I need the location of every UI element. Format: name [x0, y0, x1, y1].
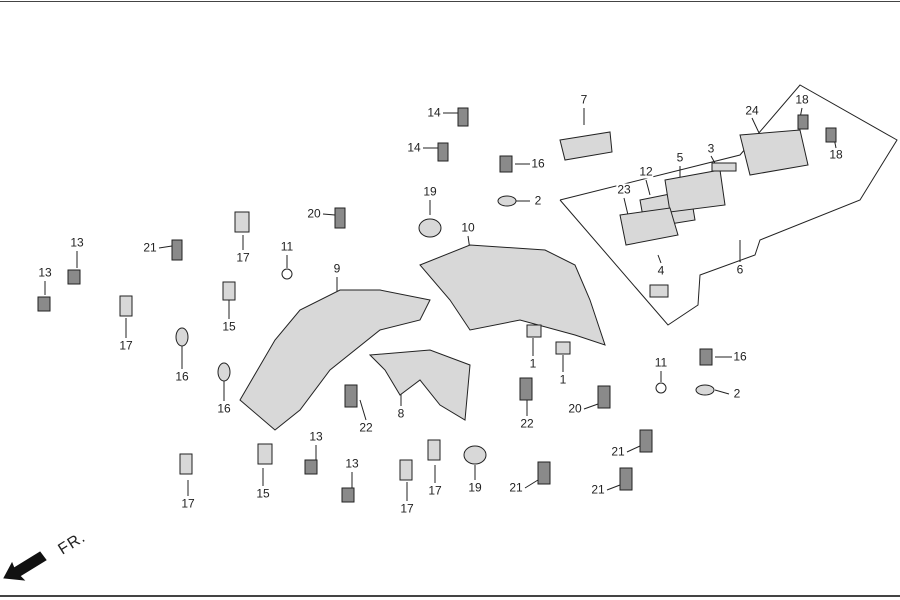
bracket-8 — [368, 349, 471, 421]
washers — [175, 195, 715, 465]
callout: 19 — [467, 480, 483, 495]
callout: 14 — [426, 105, 442, 120]
wire-4 — [649, 284, 669, 298]
callout: 16 — [216, 401, 232, 416]
callout: 12 — [638, 164, 654, 179]
part-shapes — [3, 107, 837, 581]
callout: 20 — [306, 206, 322, 221]
callout: 18 — [794, 92, 810, 107]
callout: 19 — [422, 184, 438, 199]
callout: 22 — [519, 416, 535, 431]
callout: 2 — [732, 386, 742, 401]
tail-light-24 — [739, 129, 809, 176]
callout: 9 — [332, 261, 342, 276]
callout: 14 — [406, 140, 422, 155]
bolts — [37, 107, 837, 503]
callout: 23 — [616, 182, 632, 197]
lens-5 — [664, 169, 726, 213]
callout: 10 — [460, 220, 476, 235]
callout: 7 — [579, 92, 589, 107]
bottom-border — [0, 595, 900, 597]
callout: 16 — [174, 369, 190, 384]
callout: 11 — [279, 239, 295, 254]
callout: 4 — [656, 263, 666, 278]
callout: 3 — [706, 141, 716, 156]
callout: 21 — [590, 482, 606, 497]
callout: 17 — [235, 250, 251, 265]
front-arrow-icon — [3, 551, 47, 581]
callout: 16 — [732, 349, 748, 364]
callout: 1 — [528, 356, 538, 371]
callout: 17 — [180, 496, 196, 511]
callout: 20 — [567, 401, 583, 416]
callout: 13 — [308, 429, 324, 444]
holder-23 — [619, 207, 679, 246]
callout: 17 — [399, 501, 415, 516]
callout: 22 — [358, 420, 374, 435]
callout: 1 — [558, 372, 568, 387]
callout: 8 — [396, 406, 406, 421]
callout: 21 — [142, 240, 158, 255]
clips — [119, 211, 441, 481]
callout: 13 — [344, 456, 360, 471]
callout: 16 — [530, 156, 546, 171]
top-border — [0, 1, 900, 2]
assembly-outline — [559, 84, 898, 326]
leader-lines — [44, 107, 837, 501]
rear-fender-9 — [239, 289, 431, 431]
rear-fender-10 — [419, 244, 606, 346]
plate-7 — [559, 131, 613, 161]
callout: 21 — [610, 444, 626, 459]
clip-3 — [711, 162, 737, 172]
callout: 15 — [255, 486, 271, 501]
callout: 6 — [735, 262, 745, 277]
callout: 17 — [118, 338, 134, 353]
callout: 11 — [653, 355, 669, 370]
callout: 2 — [533, 193, 543, 208]
callout: 17 — [427, 483, 443, 498]
callout: 21 — [508, 480, 524, 495]
callout: 18 — [828, 147, 844, 162]
callout: 5 — [675, 150, 685, 165]
callout: 15 — [221, 319, 237, 334]
callout: 13 — [69, 235, 85, 250]
callout: 13 — [37, 265, 53, 280]
callout: 24 — [744, 103, 760, 118]
